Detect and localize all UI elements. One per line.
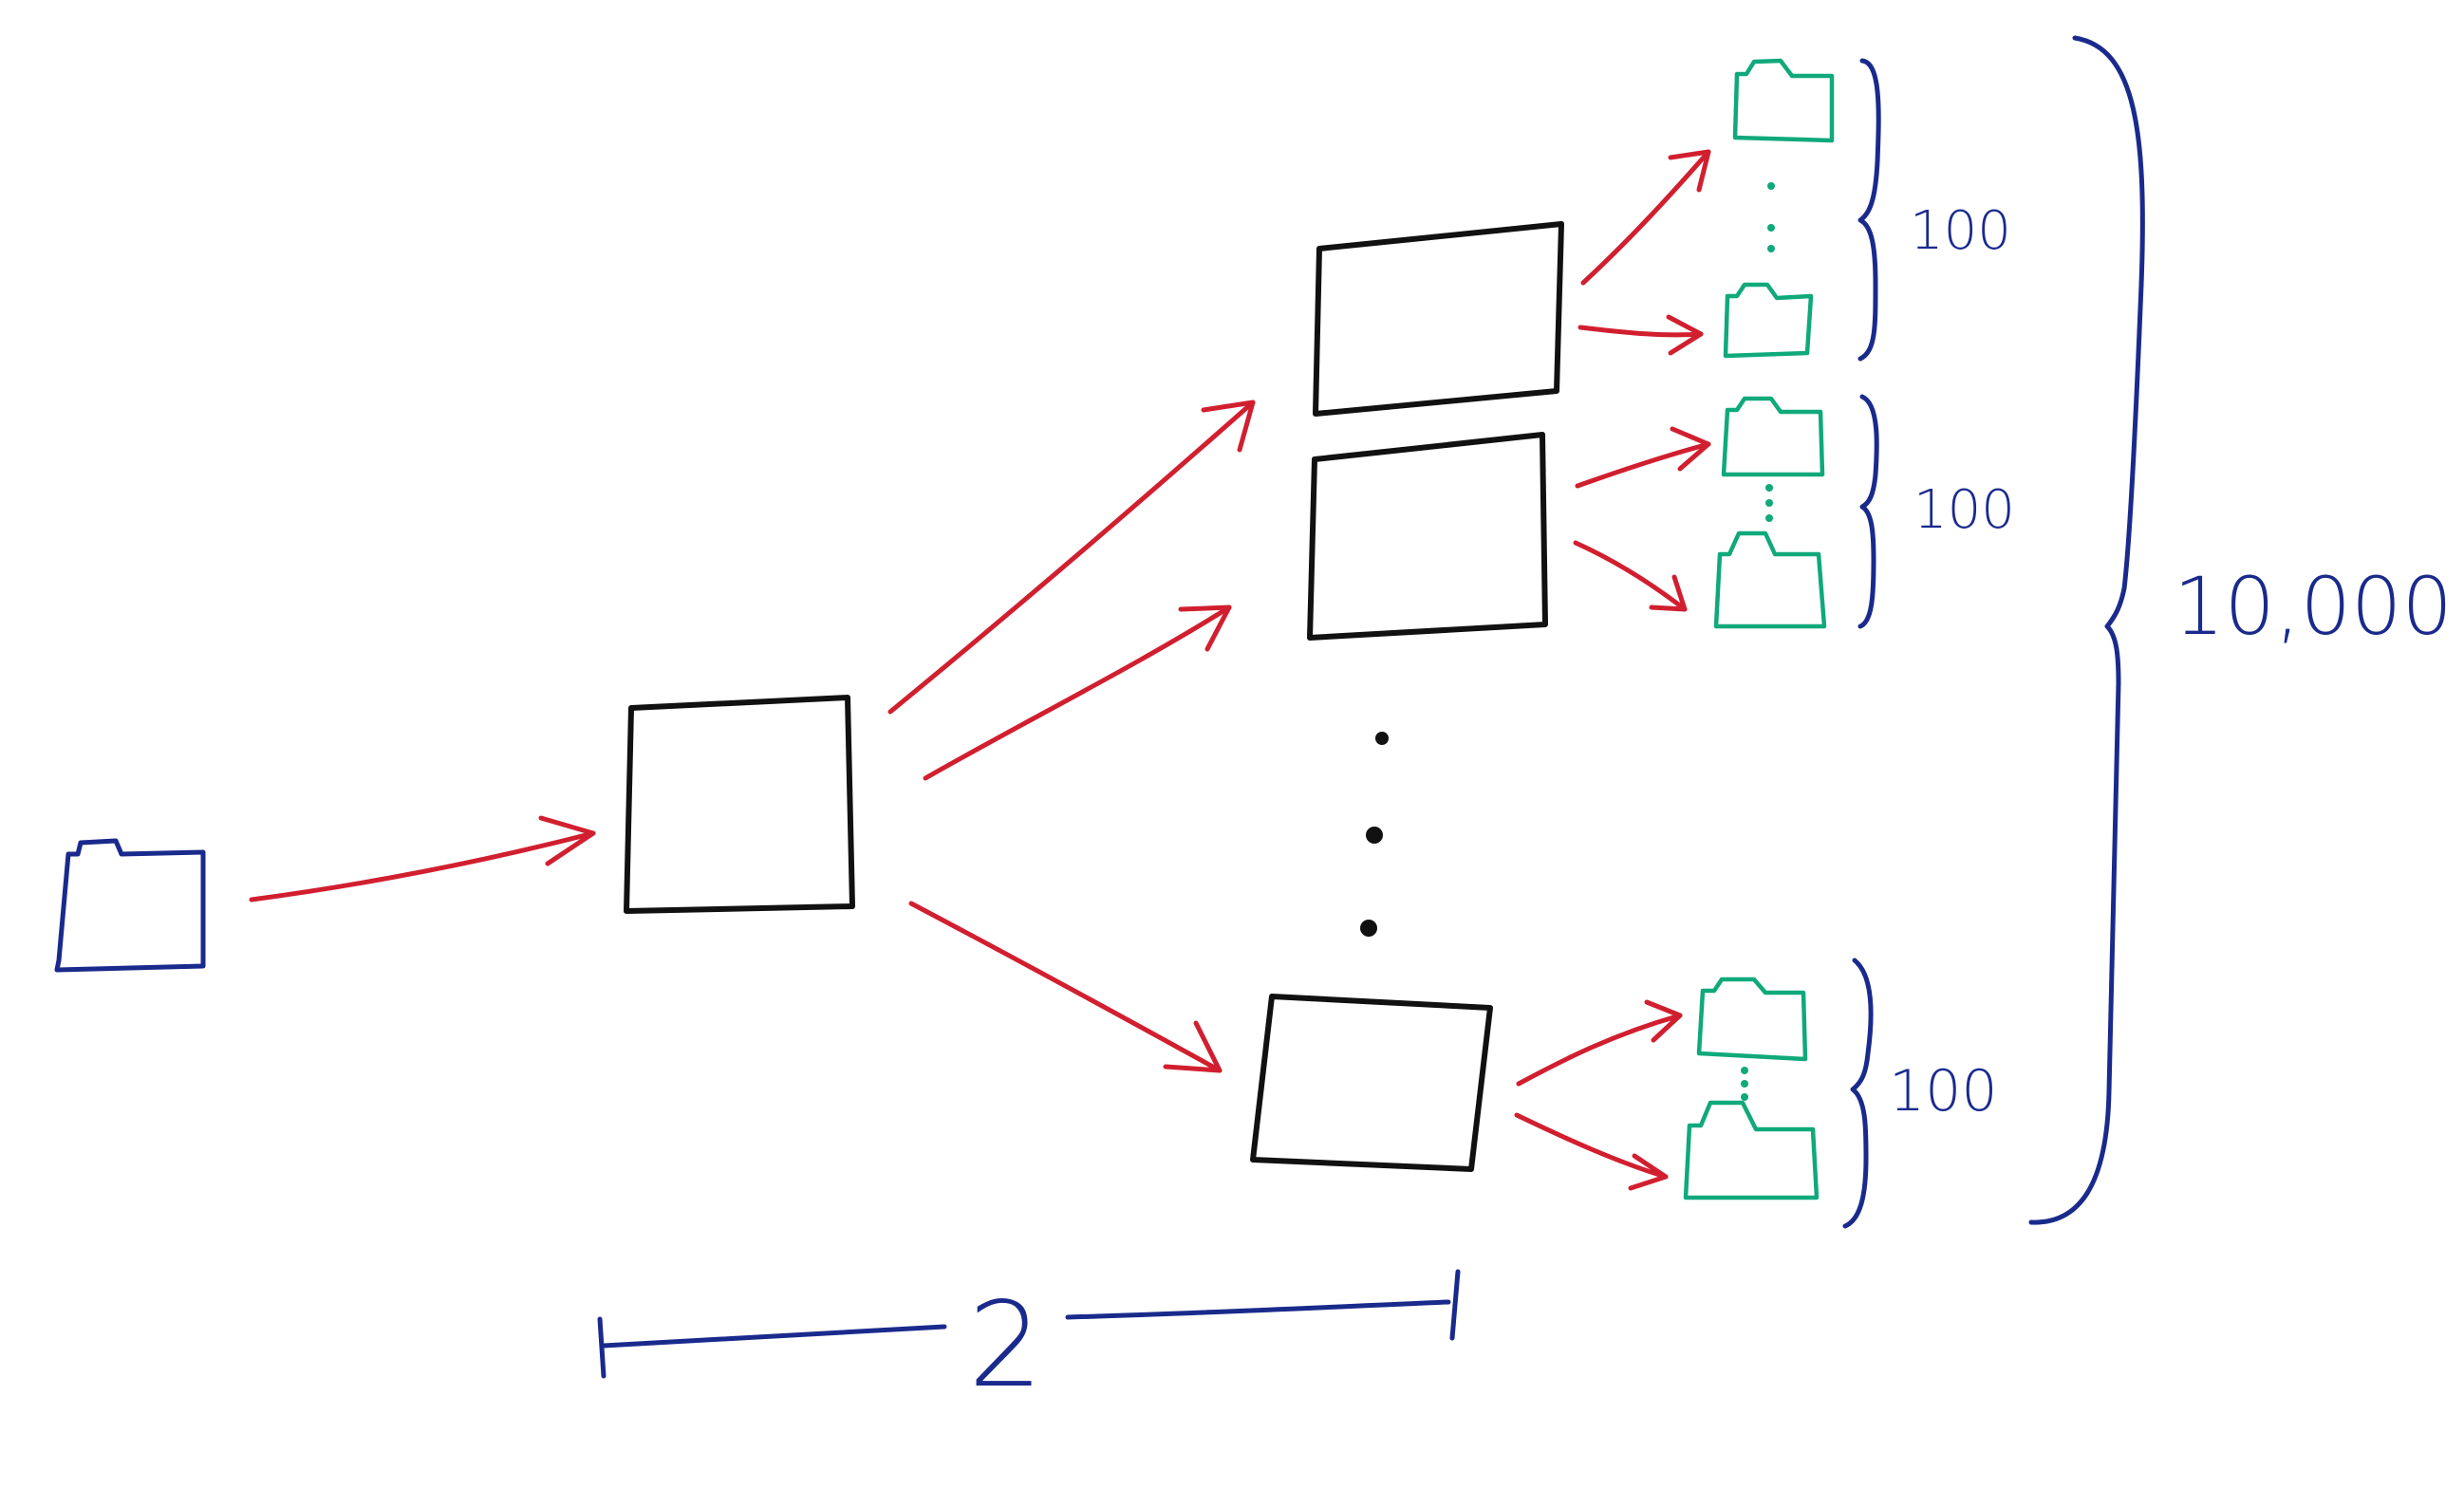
arrow-box3-to-leaf-bottom [1514, 1112, 1669, 1180]
group-count-label-3: 100 [1889, 1058, 1998, 1125]
brace-total [2028, 35, 2145, 1225]
arrowhead-box1-to-leaf-top [1668, 149, 1711, 193]
arrow-box2-to-leaf-top [1575, 441, 1711, 489]
arrowhead-level1-to-level2-middle [1178, 605, 1232, 652]
brace-group-3 [1842, 958, 1874, 1229]
arrowhead-box3-to-leaf-bottom [1628, 1153, 1669, 1191]
group-count-label-1: 100 [1910, 200, 2011, 262]
arrowhead-box2-to-leaf-bottom [1649, 574, 1688, 612]
arrow-box1-to-leaf-top [1580, 149, 1711, 286]
ellipsis-leaf-group-3 [1741, 1067, 1748, 1101]
depth-bar-left-cap [597, 1316, 607, 1379]
arrow-level1-to-level2-middle [923, 605, 1232, 781]
depth-bar-right-cap [1449, 1269, 1461, 1341]
depth-bar-right [1065, 1299, 1451, 1320]
leaf-folder-icon-1b [1723, 282, 1814, 359]
total-count-label: 10,000 [2174, 560, 2453, 653]
arrowhead-box2-to-leaf-top [1670, 426, 1711, 472]
arrow-box3-to-leaf-top [1516, 1013, 1683, 1087]
arrow-level1-to-level2-top [887, 400, 1256, 715]
depth-label: 2 [968, 1277, 1043, 1414]
group-count-label-2: 100 [1913, 479, 2015, 541]
leaf-folder-icon-2b [1713, 530, 1827, 629]
root-folder-icon [54, 838, 206, 973]
leaf-folder-icon-2a [1721, 396, 1825, 477]
arrowhead-level1-to-level2-bottom [1163, 1020, 1223, 1073]
leaf-folder-icon-1a [1732, 58, 1835, 143]
arrowhead-root-to-level1 [538, 815, 596, 866]
ellipsis-leaf-group-2 [1765, 484, 1773, 522]
level2-node-box-2 [1307, 432, 1548, 641]
depth-indicator [597, 1269, 1461, 1379]
level2-node-box-3 [1250, 994, 1493, 1172]
level1-node-box [624, 695, 855, 914]
level2-node-box-1 [1313, 221, 1564, 417]
depth-bar-left [601, 1324, 947, 1349]
brace-group-2 [1857, 394, 1879, 629]
arrowhead-box1-to-leaf-bottom [1666, 314, 1704, 356]
leaf-folder-icon-3b [1683, 1100, 1820, 1200]
leaf-folder-icon-3a [1696, 977, 1808, 1062]
brace-group-1 [1857, 58, 1881, 362]
arrow-root-to-level1 [249, 833, 596, 902]
arrow-box1-to-leaf-bottom [1577, 325, 1704, 338]
ellipsis-leaf-group-1 [1767, 182, 1775, 252]
arrow-level1-to-level2-bottom [908, 901, 1223, 1073]
arrowhead-box3-to-leaf-top [1644, 999, 1683, 1043]
arrowhead-level1-to-level2-top [1201, 400, 1256, 453]
arrow-box2-to-leaf-bottom [1573, 540, 1688, 612]
ellipsis-level2 [1360, 732, 1389, 937]
